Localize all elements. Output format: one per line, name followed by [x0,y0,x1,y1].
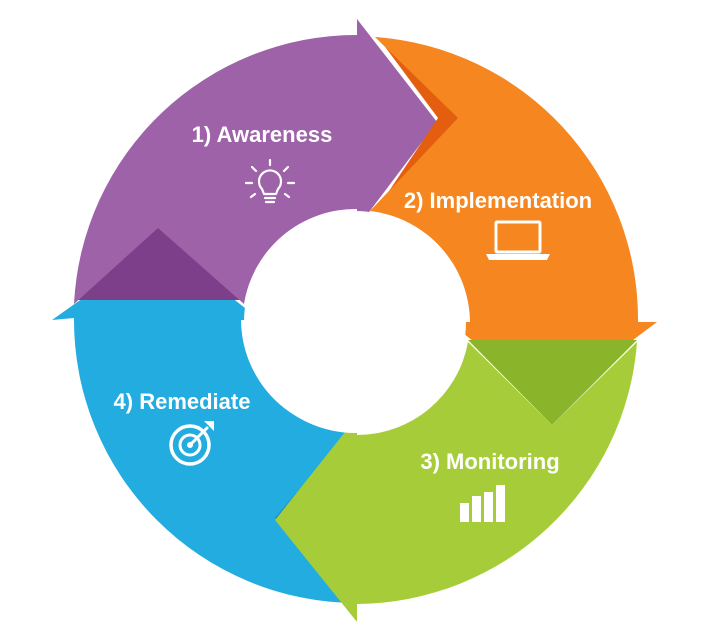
segment-remediate [52,242,357,603]
implementation-arrow [370,37,657,402]
segment-awareness [74,19,437,304]
step-label-implementation: 2) Implementation [404,188,592,213]
step-label-monitoring: 3) Monitoring [420,449,559,474]
bar-chart-icon [460,485,505,522]
lightbulb-icon [244,158,296,204]
center-hole [244,211,466,433]
monitoring-arrow [275,342,637,622]
bar-chart-icon-bar [460,503,469,522]
step-label-remediate: 4) Remediate [114,389,251,414]
bar-chart-icon-bar [472,496,481,522]
awareness-arrow [74,19,437,304]
step-label-awareness: 1) Awareness [192,122,333,147]
bar-chart-icon-bar [496,485,505,522]
laptop-icon [486,220,550,260]
segment-monitoring [275,340,637,622]
implementation-shade [375,40,460,212]
bar-chart-icon-bar [484,492,493,522]
monitoring-shade [468,340,637,425]
segment-implementation [370,37,657,402]
remediate-arrow [52,242,357,603]
target-icon [169,421,214,466]
awareness-shade [74,213,241,300]
